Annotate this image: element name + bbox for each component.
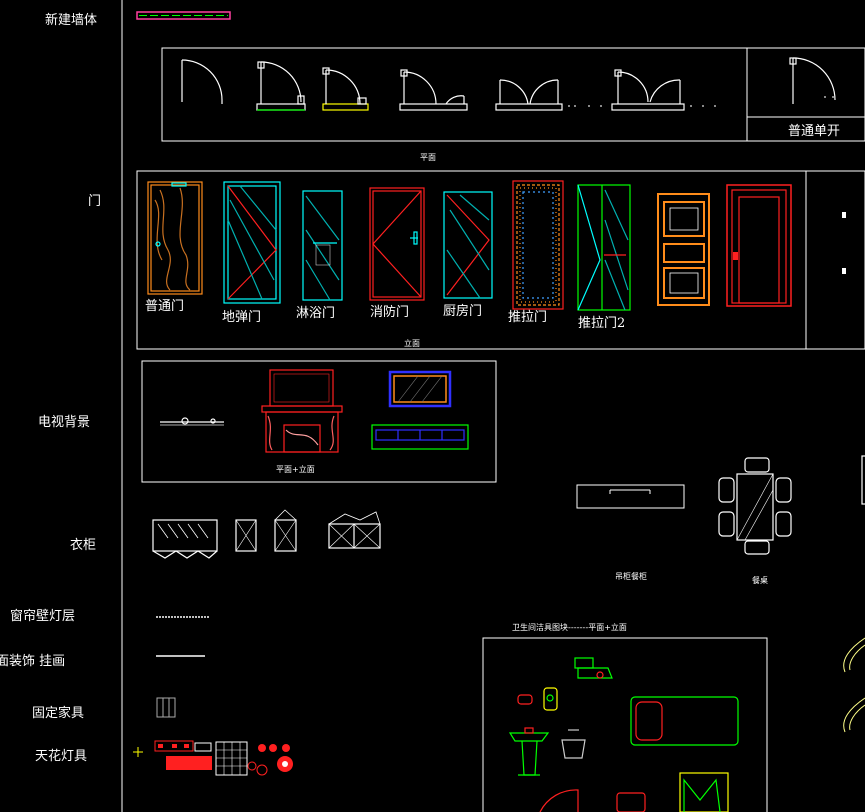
sideboard-plan[interactable] bbox=[576, 484, 685, 509]
door-plan-single-1[interactable] bbox=[181, 59, 223, 104]
ornament-edge bbox=[843, 637, 865, 733]
dining-table-plan[interactable] bbox=[718, 455, 865, 555]
door-name-sliding[interactable]: 推拉门 bbox=[508, 310, 548, 325]
door-name-sliding-2[interactable]: 推拉门2 bbox=[578, 316, 626, 331]
door-name-standard[interactable]: 普通门 bbox=[145, 299, 185, 314]
cabinet-red bbox=[616, 792, 646, 812]
door-elev-kitchen[interactable] bbox=[443, 191, 493, 299]
wardrobe-elev-1-cross bbox=[235, 519, 257, 552]
bathroom-frame bbox=[482, 637, 768, 812]
category-ceiling-lamp[interactable]: 天花灯具 bbox=[35, 749, 88, 764]
category-new-wall[interactable]: 新建墙体 bbox=[45, 13, 98, 28]
door-plan-double[interactable] bbox=[495, 79, 563, 111]
fixed-furniture-symbol[interactable] bbox=[156, 697, 176, 718]
door-plan-dimension-dots bbox=[568, 96, 834, 107]
door-plan-standard-single[interactable] bbox=[789, 57, 836, 104]
door-single-swing-label[interactable]: 普通单开 bbox=[788, 124, 841, 139]
door-elev-sliding-2[interactable] bbox=[577, 184, 631, 311]
door-elev-floor-spring[interactable] bbox=[223, 181, 281, 304]
wardrobe-elev-1[interactable] bbox=[235, 519, 257, 552]
shower-door[interactable] bbox=[679, 772, 729, 812]
door-elev-panel-door[interactable] bbox=[657, 193, 710, 306]
door-name-shower[interactable]: 淋浴门 bbox=[296, 306, 336, 321]
ceiling-lamp-symbols[interactable] bbox=[133, 740, 293, 776]
basin-small[interactable] bbox=[517, 687, 558, 711]
sideboard-caption: 吊柜餐柜 bbox=[615, 572, 647, 581]
wardrobe-elev-2[interactable] bbox=[274, 509, 297, 552]
door-name-kitchen[interactable]: 厨房门 bbox=[443, 304, 483, 319]
door-elevation-caption: 立面 bbox=[404, 339, 420, 348]
door-name-floor-spring[interactable]: 地弹门 bbox=[222, 310, 262, 325]
tv-cabinet[interactable] bbox=[371, 424, 469, 450]
door-elevation-frame bbox=[136, 170, 865, 350]
door-elev-notes bbox=[842, 212, 846, 274]
door-name-fire[interactable]: 消防门 bbox=[370, 305, 410, 320]
tv-caption: 平面+立面 bbox=[276, 465, 315, 474]
pedestal-basin[interactable] bbox=[508, 727, 550, 776]
bathtub-plan[interactable] bbox=[630, 696, 739, 746]
door-elev-fire[interactable] bbox=[369, 187, 425, 301]
door-plan-single-2[interactable] bbox=[256, 61, 306, 111]
door-elev-red-frame[interactable] bbox=[726, 184, 792, 307]
tv-plan[interactable] bbox=[160, 417, 224, 426]
category-door[interactable]: 门 bbox=[88, 194, 102, 209]
door-plan-double-large[interactable] bbox=[611, 69, 685, 111]
category-wardrobe[interactable]: 衣柜 bbox=[70, 538, 97, 553]
wardrobe-plan[interactable] bbox=[152, 519, 218, 559]
tv-fireplace-elevation[interactable] bbox=[261, 369, 343, 453]
dining-table-caption: 餐桌 bbox=[752, 576, 768, 585]
door-plan-frame bbox=[161, 47, 865, 142]
toilet-elevation[interactable] bbox=[574, 657, 613, 679]
category-wall-decor[interactable]: 面装饰 挂画 bbox=[0, 654, 66, 669]
category-curtain-wall-lamp[interactable]: 窗帘壁灯层 bbox=[10, 609, 76, 624]
tv-frame bbox=[141, 360, 497, 483]
door-elev-shower[interactable] bbox=[302, 190, 343, 301]
door-plan-caption: 平面 bbox=[420, 153, 436, 162]
door-elevations bbox=[147, 180, 792, 311]
category-fixed-furniture[interactable]: 固定家具 bbox=[32, 706, 85, 721]
bathroom-fixtures bbox=[508, 657, 739, 812]
new-wall-block[interactable] bbox=[136, 11, 231, 20]
wardrobe-blocks bbox=[152, 509, 381, 559]
bathroom-title: 卫生间洁具图块-------平面+立面 bbox=[512, 623, 627, 632]
category-tv-background[interactable]: 电视背景 bbox=[38, 415, 91, 430]
door-elev-sliding[interactable] bbox=[512, 180, 564, 310]
door-plan-unequal-double[interactable] bbox=[399, 69, 468, 111]
door-plan-symbols bbox=[181, 57, 836, 111]
door-plan-single-3[interactable] bbox=[322, 67, 369, 111]
wash-basin-elevation[interactable] bbox=[561, 729, 586, 759]
tv-screen[interactable] bbox=[388, 370, 452, 408]
wardrobe-elev-3[interactable] bbox=[328, 511, 381, 549]
door-elev-standard[interactable] bbox=[147, 181, 203, 295]
door-swing-arc bbox=[539, 789, 579, 812]
